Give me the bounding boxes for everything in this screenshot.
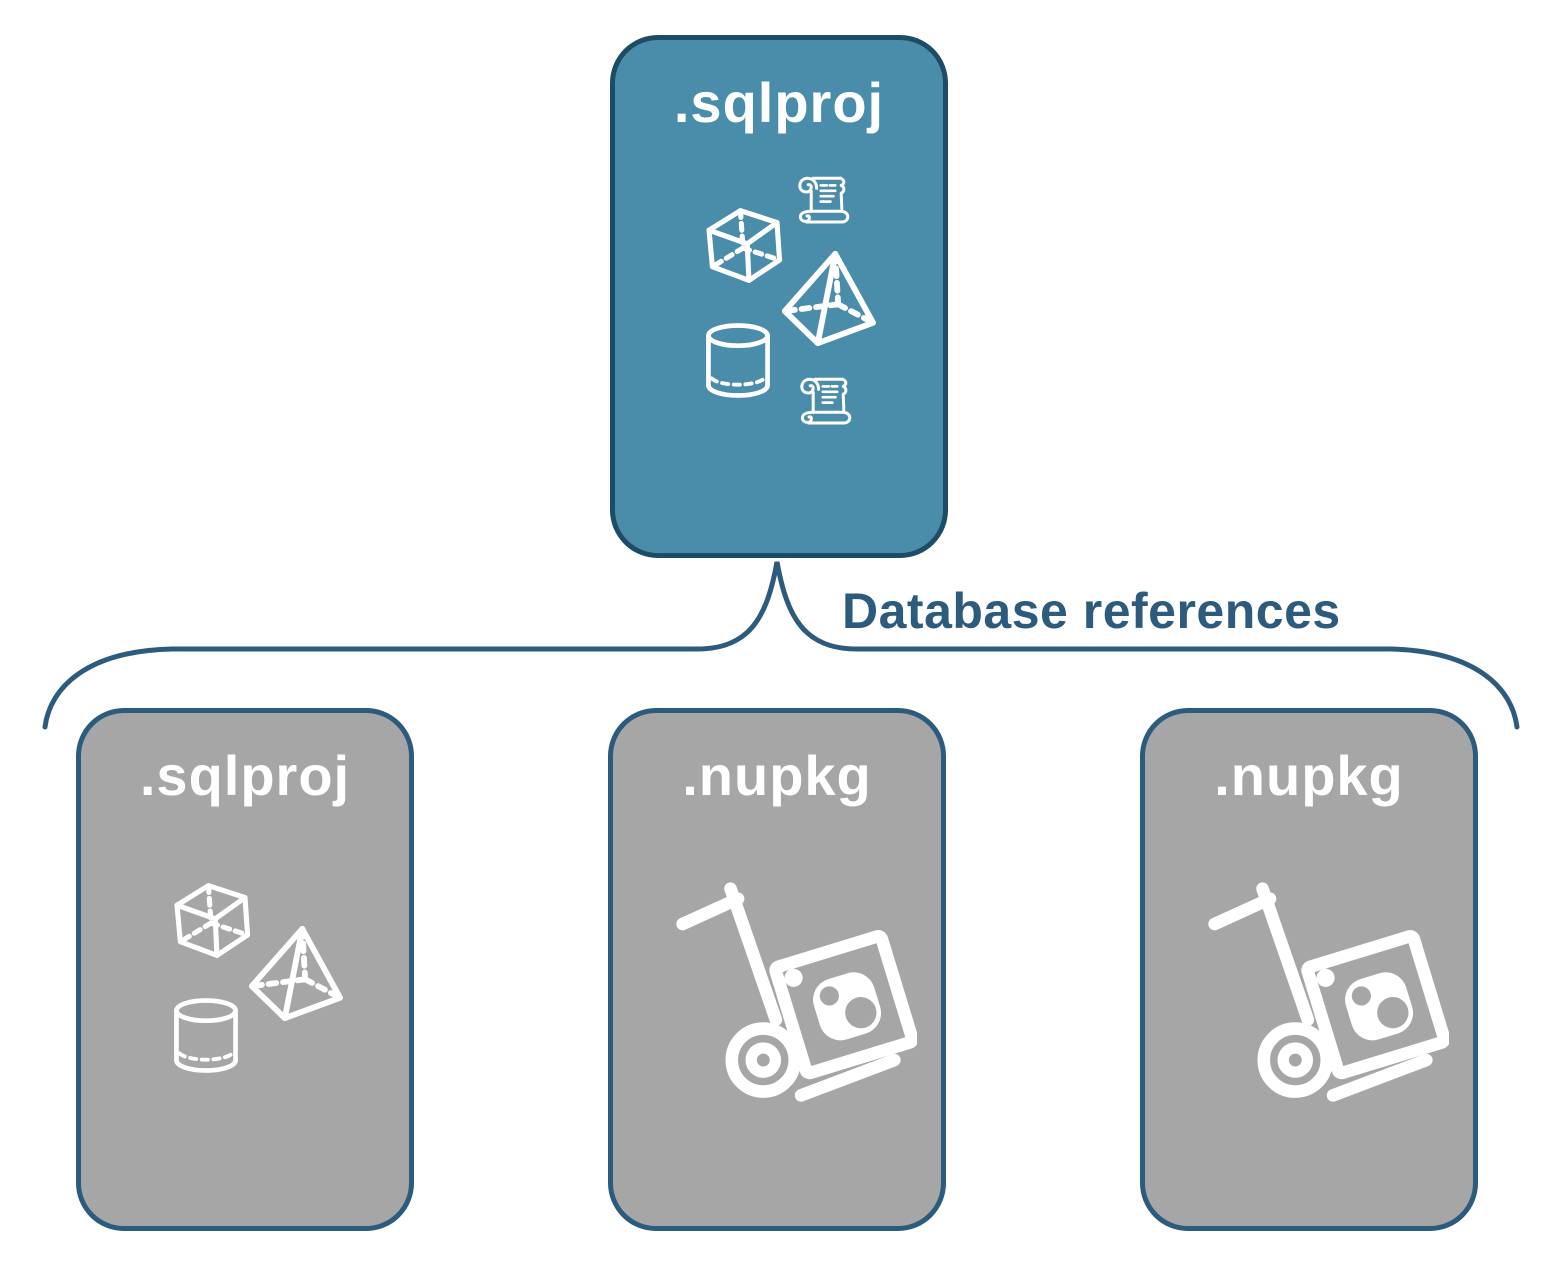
sql-script-scroll-icon <box>794 174 856 234</box>
database-cylinder-icon <box>703 321 773 400</box>
node-nupkg-reference-2: .nupkg <box>1140 708 1478 1231</box>
nuget-package-dolly-icon <box>665 861 917 1113</box>
nuget-package-dolly-icon <box>1197 861 1449 1113</box>
database-cylinder-icon <box>171 996 241 1075</box>
pyramid-icon <box>243 925 346 1022</box>
node-sqlproj-root: .sqlproj <box>610 35 948 558</box>
node-nupkg-reference-1: .nupkg <box>608 708 946 1231</box>
node-title: .nupkg <box>682 744 872 807</box>
pyramid-icon <box>776 250 879 347</box>
connector-label: Database references <box>842 583 1341 639</box>
sql-script-scroll-icon <box>796 375 858 435</box>
cube-icon <box>698 203 788 288</box>
node-sqlproj-reference: .sqlproj <box>76 708 414 1231</box>
node-title: .nupkg <box>1214 744 1404 807</box>
node-title: .sqlproj <box>673 71 885 134</box>
node-title: .sqlproj <box>139 744 351 807</box>
